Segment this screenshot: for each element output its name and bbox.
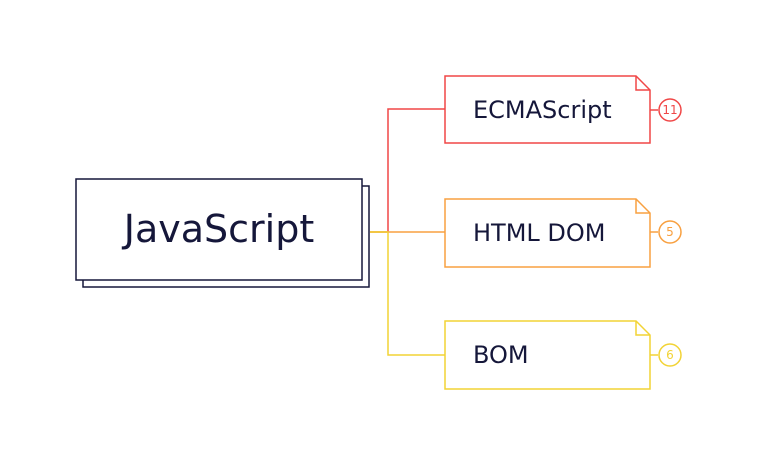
count-badge-label-ecmascript: 11 (662, 103, 677, 117)
branch-box-html-dom (444, 198, 651, 268)
count-badge-label-html-dom: 5 (666, 225, 674, 239)
page-fold-icon (635, 199, 650, 214)
branch-label-ecmascript: ECMAScript (473, 96, 612, 124)
count-badge-label-bom: 6 (666, 348, 674, 362)
page-fold-icon (635, 321, 650, 336)
branch-node-html-dom[interactable]: HTML DOM 5 (444, 198, 682, 268)
connector-group (370, 108, 445, 356)
branch-label-bom: BOM (473, 341, 529, 369)
count-badge-html-dom[interactable] (658, 220, 682, 244)
connector-ecmascript (370, 108, 445, 233)
branch-box-ecmascript (444, 75, 651, 144)
root-node[interactable]: JavaScript (75, 178, 370, 288)
branch-box-bom (444, 320, 651, 390)
branch-label-html-dom: HTML DOM (473, 219, 606, 247)
branch-node-bom[interactable]: BOM 6 (444, 320, 682, 390)
branch-node-ecmascript[interactable]: ECMAScript 11 (444, 75, 682, 144)
count-badge-ecmascript[interactable] (658, 98, 682, 122)
page-fold-icon (635, 76, 650, 91)
connector-bom (370, 231, 445, 356)
root-node-box (75, 178, 363, 281)
count-badge-bom[interactable] (658, 343, 682, 367)
root-node-label: JavaScript (122, 207, 314, 251)
